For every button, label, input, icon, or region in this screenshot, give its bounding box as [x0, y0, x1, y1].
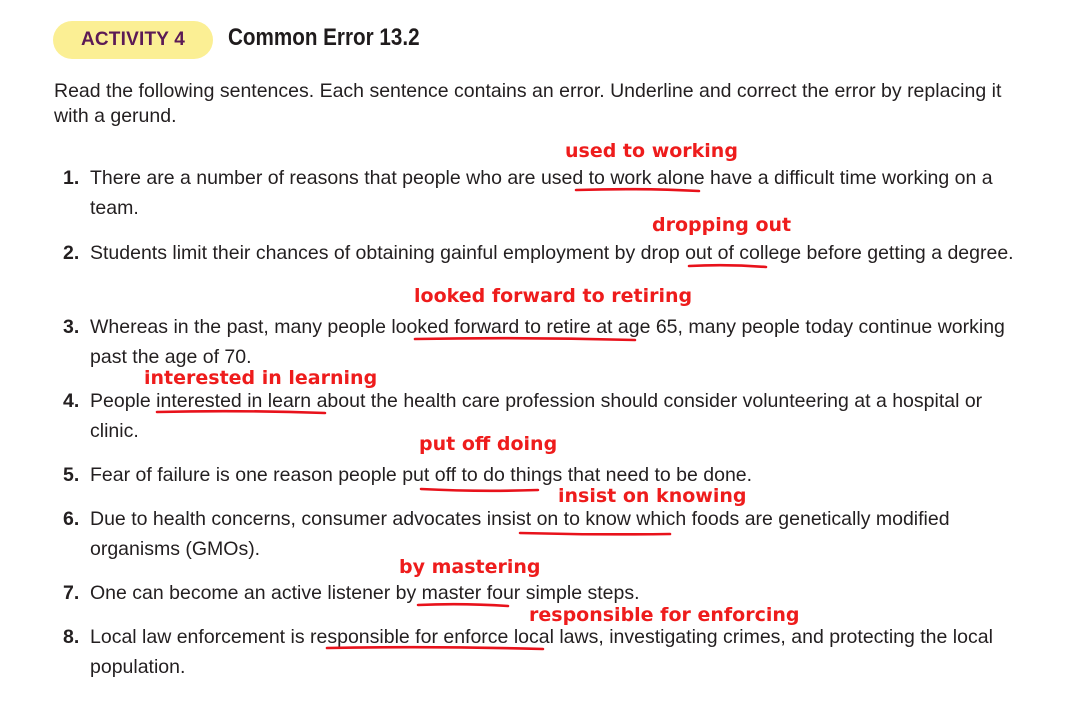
item-sentence: Fear of failure is one reason people put…: [90, 464, 753, 486]
item-sentence: One can become an active listener by mas…: [90, 582, 640, 604]
item-sentence: Local law enforcement is responsible for…: [90, 626, 993, 678]
correction-annotation: responsible for enforcing: [529, 604, 800, 626]
error-phrase: drop out: [640, 242, 713, 264]
correction-annotation: looked forward to retiring: [414, 285, 693, 307]
item-number: 5.: [63, 464, 80, 486]
item-sentence: Whereas in the past, many people looked …: [90, 316, 1005, 368]
instructions: Read the following sentences. Each sente…: [54, 80, 1002, 127]
correction-annotation: used to working: [565, 140, 738, 162]
item-number: 7.: [63, 582, 80, 604]
activity-label: ACTIVITY 4: [80, 29, 186, 50]
item-number: 3.: [63, 316, 80, 338]
page-title: Common Error 13.2: [228, 24, 420, 51]
correction-annotation: insist on knowing: [558, 485, 747, 507]
item-sentence: Students limit their chances of obtainin…: [90, 242, 1014, 264]
error-phrase: looked forward to retire: [391, 316, 591, 338]
item-sentence: People interested in learn about the hea…: [90, 390, 983, 442]
correction-annotation: put off doing: [419, 433, 558, 455]
item-number: 1.: [63, 167, 80, 189]
error-phrase: interested in learn: [156, 390, 312, 412]
error-phrase: responsible for enforce: [310, 626, 509, 648]
item-number: 8.: [63, 626, 80, 648]
item-sentence: There are a number of reasons that peopl…: [90, 167, 993, 219]
error-phrase: put off to do: [402, 464, 505, 486]
correction-annotation: by mastering: [399, 556, 541, 578]
activity-badge: ACTIVITY 4: [53, 21, 213, 59]
error-phrase: used to work: [540, 167, 652, 189]
correction-annotation: dropping out: [652, 214, 792, 236]
correction-annotation: interested in learning: [144, 367, 378, 389]
item-sentence: Due to health concerns, consumer advocat…: [90, 508, 950, 560]
item-number: 2.: [63, 242, 80, 264]
item-number: 4.: [63, 390, 80, 412]
error-phrase: insist on to know: [486, 508, 631, 530]
item-number: 6.: [63, 508, 80, 530]
error-phrase: by master: [395, 582, 482, 604]
